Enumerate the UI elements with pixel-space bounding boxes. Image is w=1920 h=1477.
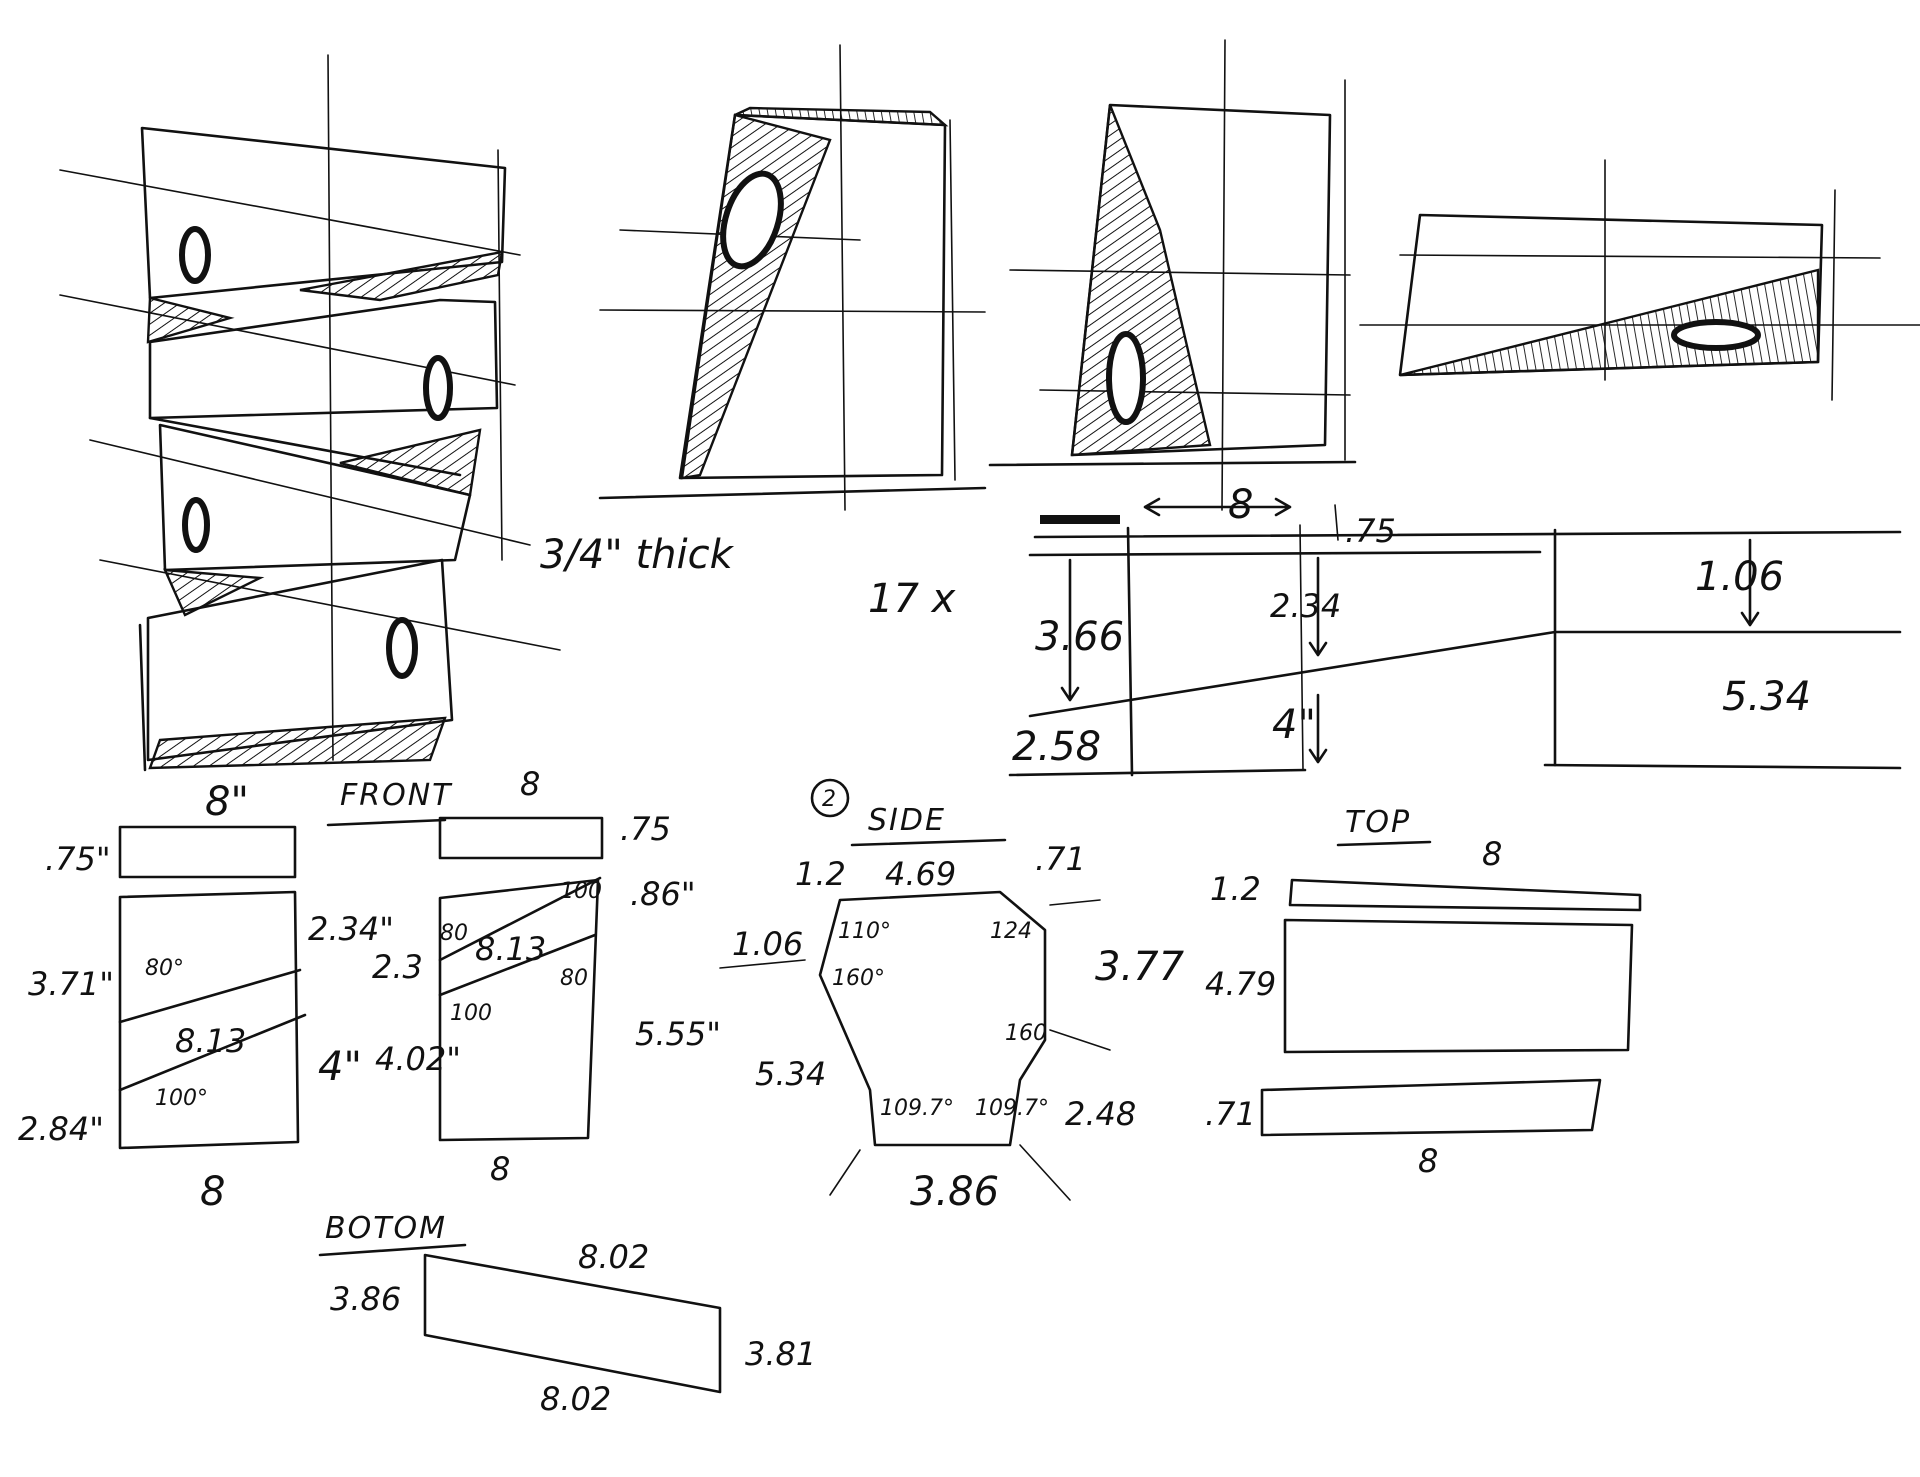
dowel-hole: [386, 617, 418, 679]
elevation-right-upper: 1.06: [1695, 554, 1784, 600]
front-b-right-side: 5.55": [635, 1015, 721, 1053]
bottom-width-top: 8.02: [578, 1238, 649, 1276]
elevation-mid-upper: 2.34: [1270, 587, 1341, 625]
side-angle-tr-1: 124: [990, 919, 1032, 944]
hatched-wedge: [146, 296, 235, 344]
front-a-right-upper: 2.34": [308, 910, 394, 948]
front-title: FRONT: [340, 778, 453, 813]
front-b-angle-b: 100: [450, 1001, 492, 1026]
front-b-angle-a: 80: [440, 921, 468, 946]
top-strip-top: 1.2: [1210, 870, 1261, 908]
elevation-left-bottom: 2.58: [1012, 724, 1101, 770]
front-a-left-upper: 3.71": [28, 965, 114, 1003]
front-b-width-top: 8: [520, 765, 540, 803]
side-right-lower: 2.48: [1065, 1095, 1136, 1133]
tall-panel-sketch: 17 x: [598, 44, 987, 622]
top-width-top: 8: [1482, 835, 1502, 873]
side-view: 2 SIDE 4.69 1.2 .71 1.06 5.34 3.77 2.48 …: [719, 778, 1185, 1215]
front-b-angle-d: 100: [560, 879, 602, 904]
top-width-bottom: 8: [1418, 1142, 1438, 1180]
bottom-left: 3.86: [330, 1280, 401, 1318]
side-left-lower: 5.34: [755, 1055, 826, 1093]
side-bottom: 3.86: [910, 1169, 999, 1215]
elevation-right-lower: 5.34: [1722, 674, 1811, 720]
front-a-width-bottom: 8: [200, 1169, 225, 1215]
elevation-width: 8: [1228, 482, 1253, 528]
side-title: SIDE: [868, 803, 946, 838]
stacked-blocks-sketch: 3/4" thick: [59, 54, 735, 772]
front-a-angle-upper: 80°: [145, 956, 184, 981]
horizontal-panel-sketch: [1359, 159, 1920, 401]
front-b-width-bottom: 8: [490, 1150, 510, 1188]
dowel-hole: [720, 170, 784, 270]
side-angle-tl-2: 160°: [832, 966, 885, 991]
front-a-angle-lower: 100°: [155, 1086, 208, 1111]
dowel-hole: [182, 497, 210, 553]
elevation-mid-lower: 4": [1272, 702, 1316, 748]
bottom-width-bottom: 8.02: [540, 1380, 611, 1418]
front-piece-a: 8" 8 .75" 3.71" 2.84" 2.34" 4" 8.13 80° …: [18, 778, 453, 1215]
top-title: TOP: [1345, 805, 1411, 840]
front-b-angle-c: 80: [560, 966, 588, 991]
side-angle-bl: 109.7°: [880, 1096, 954, 1121]
dowel-hole: [1671, 319, 1761, 351]
front-piece-b: 8 8 .75 .86" 2.3 4.02" 5.55" 8.13 80 100…: [372, 765, 721, 1188]
top-strip-bottom: .71: [1205, 1095, 1256, 1133]
front-b-right-top: .86": [630, 875, 696, 913]
count-label: 17 x: [868, 576, 956, 622]
side-circle-mark: 2: [822, 787, 836, 812]
front-a-strip: .75": [45, 840, 111, 878]
bottom-right: 3.81: [745, 1335, 816, 1373]
side-left-upper: 1.06: [732, 925, 803, 963]
elevation-left-height: 3.66: [1035, 614, 1124, 660]
dowel-hole: [1106, 331, 1146, 425]
side-top-left: 1.2: [795, 855, 846, 893]
elevation-drawing: 8 .75 3.66 2.58 2.34 4" 1.06 5.34: [1008, 482, 1902, 777]
front-a-left-lower: 2.84": [18, 1110, 104, 1148]
side-top-right: .71: [1035, 840, 1086, 878]
side-panel-sketch: [988, 39, 1357, 511]
side-right-upper: 3.77: [1095, 944, 1185, 990]
front-b-strip: .75: [620, 810, 671, 848]
front-a-right-lower: 4": [318, 1044, 362, 1090]
front-a-diagonal: 8.13: [175, 1022, 246, 1060]
bottom-view: BOTOM 8.02 3.86 3.81 8.02: [318, 1211, 816, 1418]
front-b-left-lower: 4.02": [375, 1040, 461, 1078]
side-top: 4.69: [885, 855, 956, 893]
dowel-hole: [179, 226, 211, 284]
top-middle: 4.79: [1205, 965, 1276, 1003]
top-view: TOP 8 1.2 4.79 .71 8: [1205, 805, 1642, 1180]
side-angle-br: 109.7°: [975, 1096, 1049, 1121]
front-b-diagonal: 8.13: [475, 930, 546, 968]
side-angle-tl-1: 110°: [838, 919, 891, 944]
thickness-label: 3/4" thick: [540, 532, 735, 578]
elevation-offset: .75: [1345, 512, 1396, 550]
side-angle-tr-2: 160: [1005, 1021, 1047, 1046]
bottom-title: BOTOM: [325, 1211, 447, 1246]
front-b-left-upper: 2.3: [372, 948, 423, 986]
front-a-width-top: 8": [205, 779, 249, 825]
dowel-hole: [423, 355, 453, 421]
